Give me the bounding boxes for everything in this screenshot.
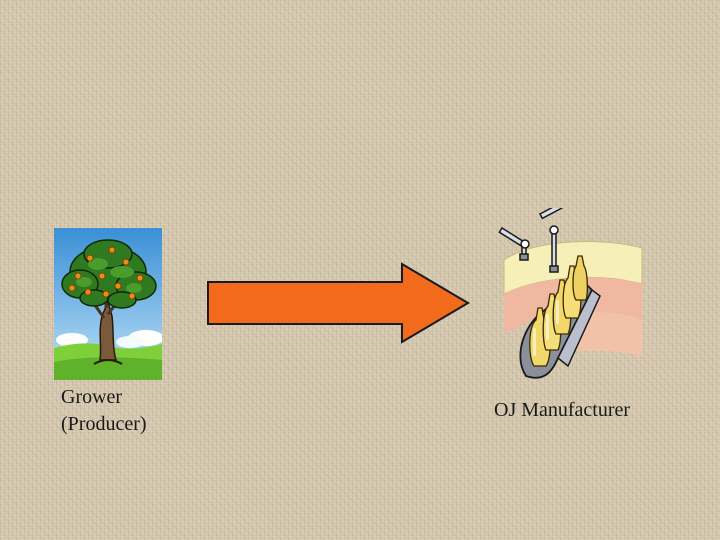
grower-label: Grower (Producer): [61, 384, 147, 438]
grower-label-line2: (Producer): [61, 413, 147, 435]
orange-tree-icon: [54, 228, 164, 380]
manufacturer-label: OJ Manufacturer: [494, 399, 631, 421]
flow-arrow: [206, 262, 470, 344]
bottling-factory-icon: [496, 194, 646, 388]
grower-label-line1: Grower: [61, 386, 123, 408]
